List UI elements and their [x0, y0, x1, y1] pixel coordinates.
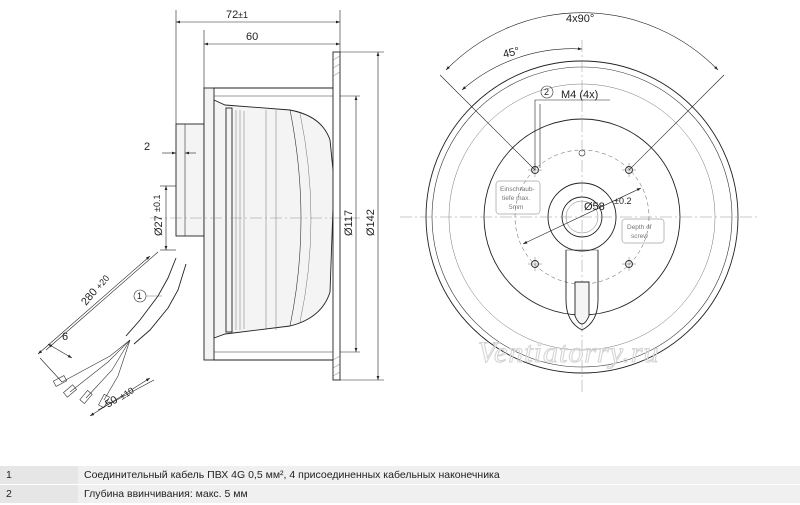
dim-wire-length-tol: ±10	[118, 385, 136, 401]
note-number: 2	[0, 484, 78, 504]
cable-outlet	[565, 250, 599, 331]
dim-dia-142: Ø142	[365, 209, 377, 236]
dim-cable-length: 280	[79, 286, 100, 308]
dim-shaft-dia-tol: ±0.1	[152, 195, 162, 212]
note-en-line-2: screw	[631, 233, 648, 240]
table-row: 2 Глубина ввинчивания: макс. 5 мм	[0, 484, 800, 504]
dim-angle: 45°	[502, 45, 521, 61]
dim-shaft-dia: Ø27	[153, 215, 165, 236]
watermark: Ventiatorry.ru	[478, 336, 660, 369]
technical-drawing: 72 ±1 60 2 Ø27 ±0.1 Ø117 Ø142 280 +20 6 …	[37, 9, 760, 417]
note-en-line-1: Depth of	[627, 224, 652, 231]
dim-cable-length-tol: +20	[94, 273, 111, 291]
hub-stub	[175, 123, 205, 237]
side-view: 72 ±1 60 2 Ø27 ±0.1 Ø117 Ø142 280 +20 6 …	[37, 9, 384, 417]
dim-dia-117: Ø117	[343, 210, 355, 236]
notes-table: 1 Соединительный кабель ПВХ 4G 0,5 мм², …	[0, 466, 800, 504]
bolt-holes	[528, 149, 636, 271]
note-text: Соединительный кабель ПВХ 4G 0,5 мм², 4 …	[78, 466, 800, 485]
dim-flange: 2	[144, 141, 150, 153]
note-number: 1	[0, 466, 78, 485]
dim-body-length: 60	[246, 31, 258, 43]
note-de-line-1: Einschraub-	[500, 186, 535, 193]
note-text: Глубина ввинчивания: макс. 5 мм	[78, 484, 800, 504]
dim-pitch: 4x90°	[566, 13, 594, 25]
note-de-line-3: 5mm	[509, 204, 523, 211]
thread-label: M4 (4x)	[561, 89, 598, 101]
flange-plate	[203, 87, 215, 361]
dim-overall-length-tol: ±1	[238, 10, 248, 20]
callout-2-bubble	[540, 85, 554, 99]
dim-bolt-circle-tol: ±0.2	[614, 196, 631, 206]
dim-overall-length: 72	[226, 9, 238, 21]
table-row: 1 Соединительный кабель ПВХ 4G 0,5 мм², …	[0, 466, 800, 485]
note-de-line-2: tiefe max.	[502, 195, 530, 202]
callout-1: 1	[137, 291, 142, 301]
cable	[52, 257, 187, 409]
flange-edge	[332, 51, 341, 381]
dim-bolt-circle: Ø58	[584, 201, 605, 213]
dim-strip: 6	[62, 331, 68, 343]
front-view: 4x90° 45° 2 M4 (4x) Ø58 ±0.2 Einschraub-…	[400, 12, 760, 392]
dim-wire-length: 50	[103, 394, 120, 411]
callout-2: 2	[544, 87, 549, 97]
